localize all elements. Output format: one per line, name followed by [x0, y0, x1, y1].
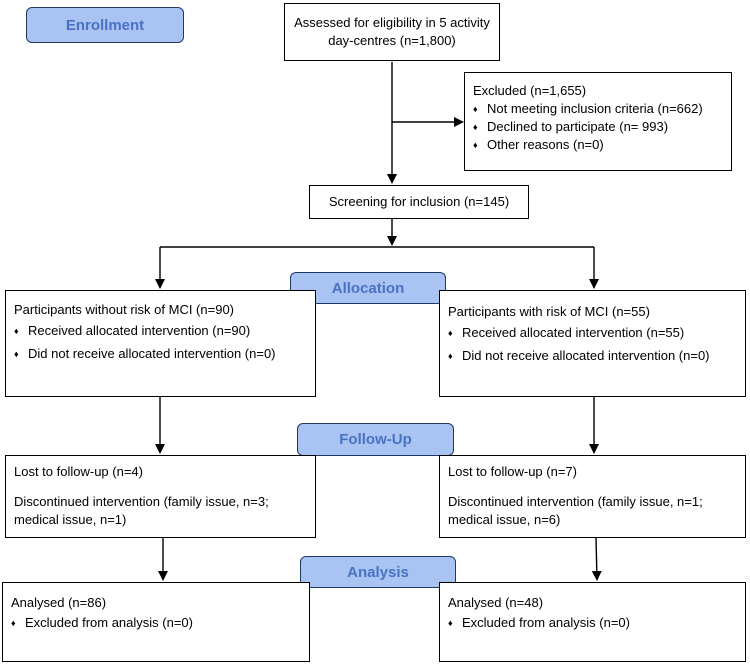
left-allocation-item: ♦Received allocated intervention (n=90): [14, 323, 251, 338]
screening-text: Screening for inclusion (n=145): [328, 194, 510, 209]
right-allocation-item: ♦Did not receive allocated intervention …: [448, 348, 710, 363]
stage-follow-up: Follow-Up: [297, 423, 454, 456]
right-followup-box: Lost to follow-up (n=7) Discontinued int…: [439, 455, 746, 538]
left-followup-box: Lost to follow-up (n=4) Discontinued int…: [5, 455, 316, 538]
stage-analysis: Analysis: [300, 556, 456, 588]
excluded-box: Excluded (n=1,655) ♦Not meeting inclusio…: [464, 72, 732, 171]
left-analysis-box: Analysed (n=86) ♦Excluded from analysis …: [2, 582, 310, 662]
assessed-box: Assessed for eligibility in 5 activity d…: [284, 3, 500, 61]
left-allocation-item: ♦Did not receive allocated intervention …: [14, 346, 276, 361]
right-followup-discontinued: Discontinued intervention (family issue,…: [448, 494, 703, 527]
right-analysis-title: Analysed (n=48): [448, 595, 544, 610]
screening-box: Screening for inclusion (n=145): [309, 185, 529, 219]
right-followup-lost: Lost to follow-up (n=7): [448, 464, 577, 479]
stage-enrollment: Enrollment: [26, 7, 184, 43]
left-followup-discontinued: Discontinued intervention (family issue,…: [14, 494, 269, 527]
left-allocation-box: Participants without risk of MCI (n=90) …: [5, 290, 316, 397]
excluded-item: ♦Not meeting inclusion criteria (n=662): [473, 101, 703, 116]
left-followup-lost: Lost to follow-up (n=4): [14, 464, 143, 479]
right-allocation-title: Participants with risk of MCI (n=55): [448, 304, 650, 319]
right-analysis-box: Analysed (n=48) ♦Excluded from analysis …: [439, 582, 746, 662]
left-analysis-title: Analysed (n=86): [11, 595, 107, 610]
excluded-title: Excluded (n=1,655): [473, 83, 587, 98]
left-analysis-item: ♦Excluded from analysis (n=0): [11, 615, 193, 630]
assessed-text: Assessed for eligibility in 5 activity d…: [294, 15, 490, 48]
left-allocation-title: Participants without risk of MCI (n=90): [14, 302, 234, 317]
right-allocation-box: Participants with risk of MCI (n=55) ♦Re…: [439, 290, 746, 397]
excluded-item: ♦Other reasons (n=0): [473, 137, 604, 152]
arrow-right-followup-to-analysis: [591, 537, 602, 581]
right-allocation-item: ♦Received allocated intervention (n=55): [448, 325, 685, 340]
stage-allocation: Allocation: [290, 272, 446, 304]
excluded-item: ♦Declined to participate (n= 993): [473, 119, 669, 134]
right-analysis-item: ♦Excluded from analysis (n=0): [448, 615, 630, 630]
